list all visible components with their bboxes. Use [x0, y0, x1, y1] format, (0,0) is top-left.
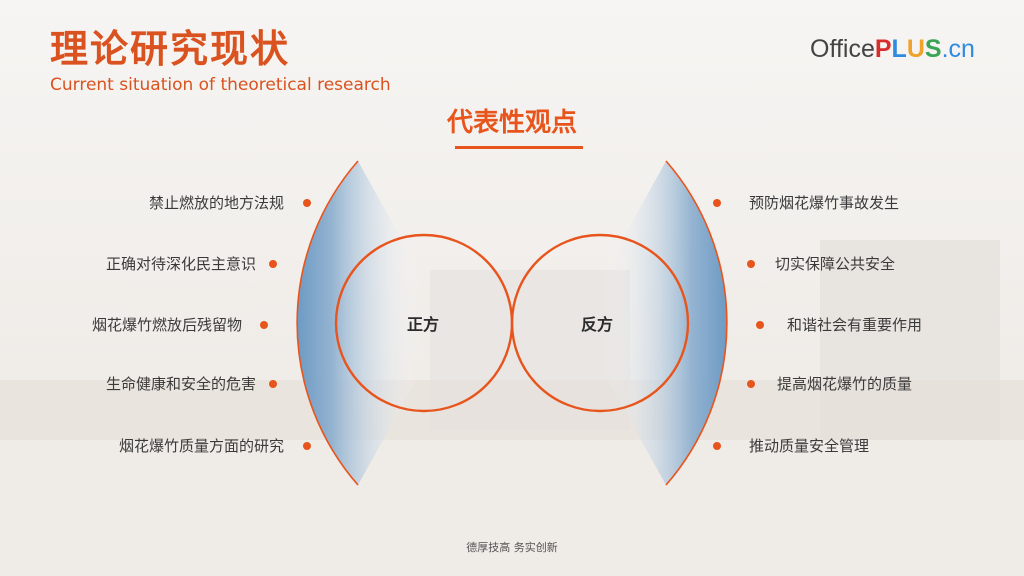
left-point-5: 烟花爆竹质量方面的研究	[118, 437, 284, 455]
logo-letter-p: P	[874, 35, 892, 63]
right-fan-wedge	[576, 161, 727, 485]
heading-underline	[455, 146, 583, 149]
right-point-4: 提高烟花爆竹的质量	[777, 375, 913, 393]
left-point-2: 正确对待深化民主意识	[105, 255, 256, 273]
con-side-label: 反方	[580, 315, 613, 334]
right-venn-circle	[510, 233, 690, 413]
officeplus-logo[interactable]: OfficePLUS.cn	[810, 34, 975, 64]
right-point-3: 和谐社会有重要作用	[787, 316, 923, 334]
footer-motto: 德厚技高 务实创新	[466, 541, 558, 554]
logo-letter-l: L	[891, 35, 907, 63]
left-dot-5	[303, 442, 311, 450]
left-dot-3	[260, 321, 268, 329]
section-heading: 代表性观点	[446, 108, 577, 138]
left-dot-4	[269, 380, 277, 388]
right-point-1: 预防烟花爆竹事故发生	[749, 194, 900, 212]
left-dot-2	[269, 260, 277, 268]
left-point-dots	[260, 199, 311, 450]
right-point-dots	[713, 199, 764, 450]
left-point-3: 烟花爆竹燃放后残留物	[91, 316, 242, 334]
left-dot-1	[303, 199, 311, 207]
left-fan-arc	[296, 160, 359, 486]
left-point-4: 生命健康和安全的危害	[105, 375, 256, 393]
right-dot-2	[747, 260, 755, 268]
right-dot-1	[713, 199, 721, 207]
right-point-2: 切实保障公共安全	[775, 255, 896, 273]
logo-letter-u: U	[906, 35, 925, 63]
pro-side-label: 正方	[406, 315, 439, 334]
logo-letter-s: S	[924, 35, 942, 63]
right-dot-3	[756, 321, 764, 329]
right-dot-4	[747, 380, 755, 388]
right-dot-5	[713, 442, 721, 450]
left-fan-wedge	[297, 161, 448, 485]
left-point-1: 禁止燃放的地方法规	[148, 194, 284, 212]
page-subtitle: Current situation of theoretical researc…	[50, 75, 391, 95]
page-title: 理论研究现状	[50, 27, 291, 71]
logo-text-cn: .cn	[941, 35, 975, 63]
right-fan-arc	[665, 160, 728, 486]
right-point-5: 推动质量安全管理	[749, 437, 870, 455]
logo-text-office: Office	[810, 35, 875, 63]
